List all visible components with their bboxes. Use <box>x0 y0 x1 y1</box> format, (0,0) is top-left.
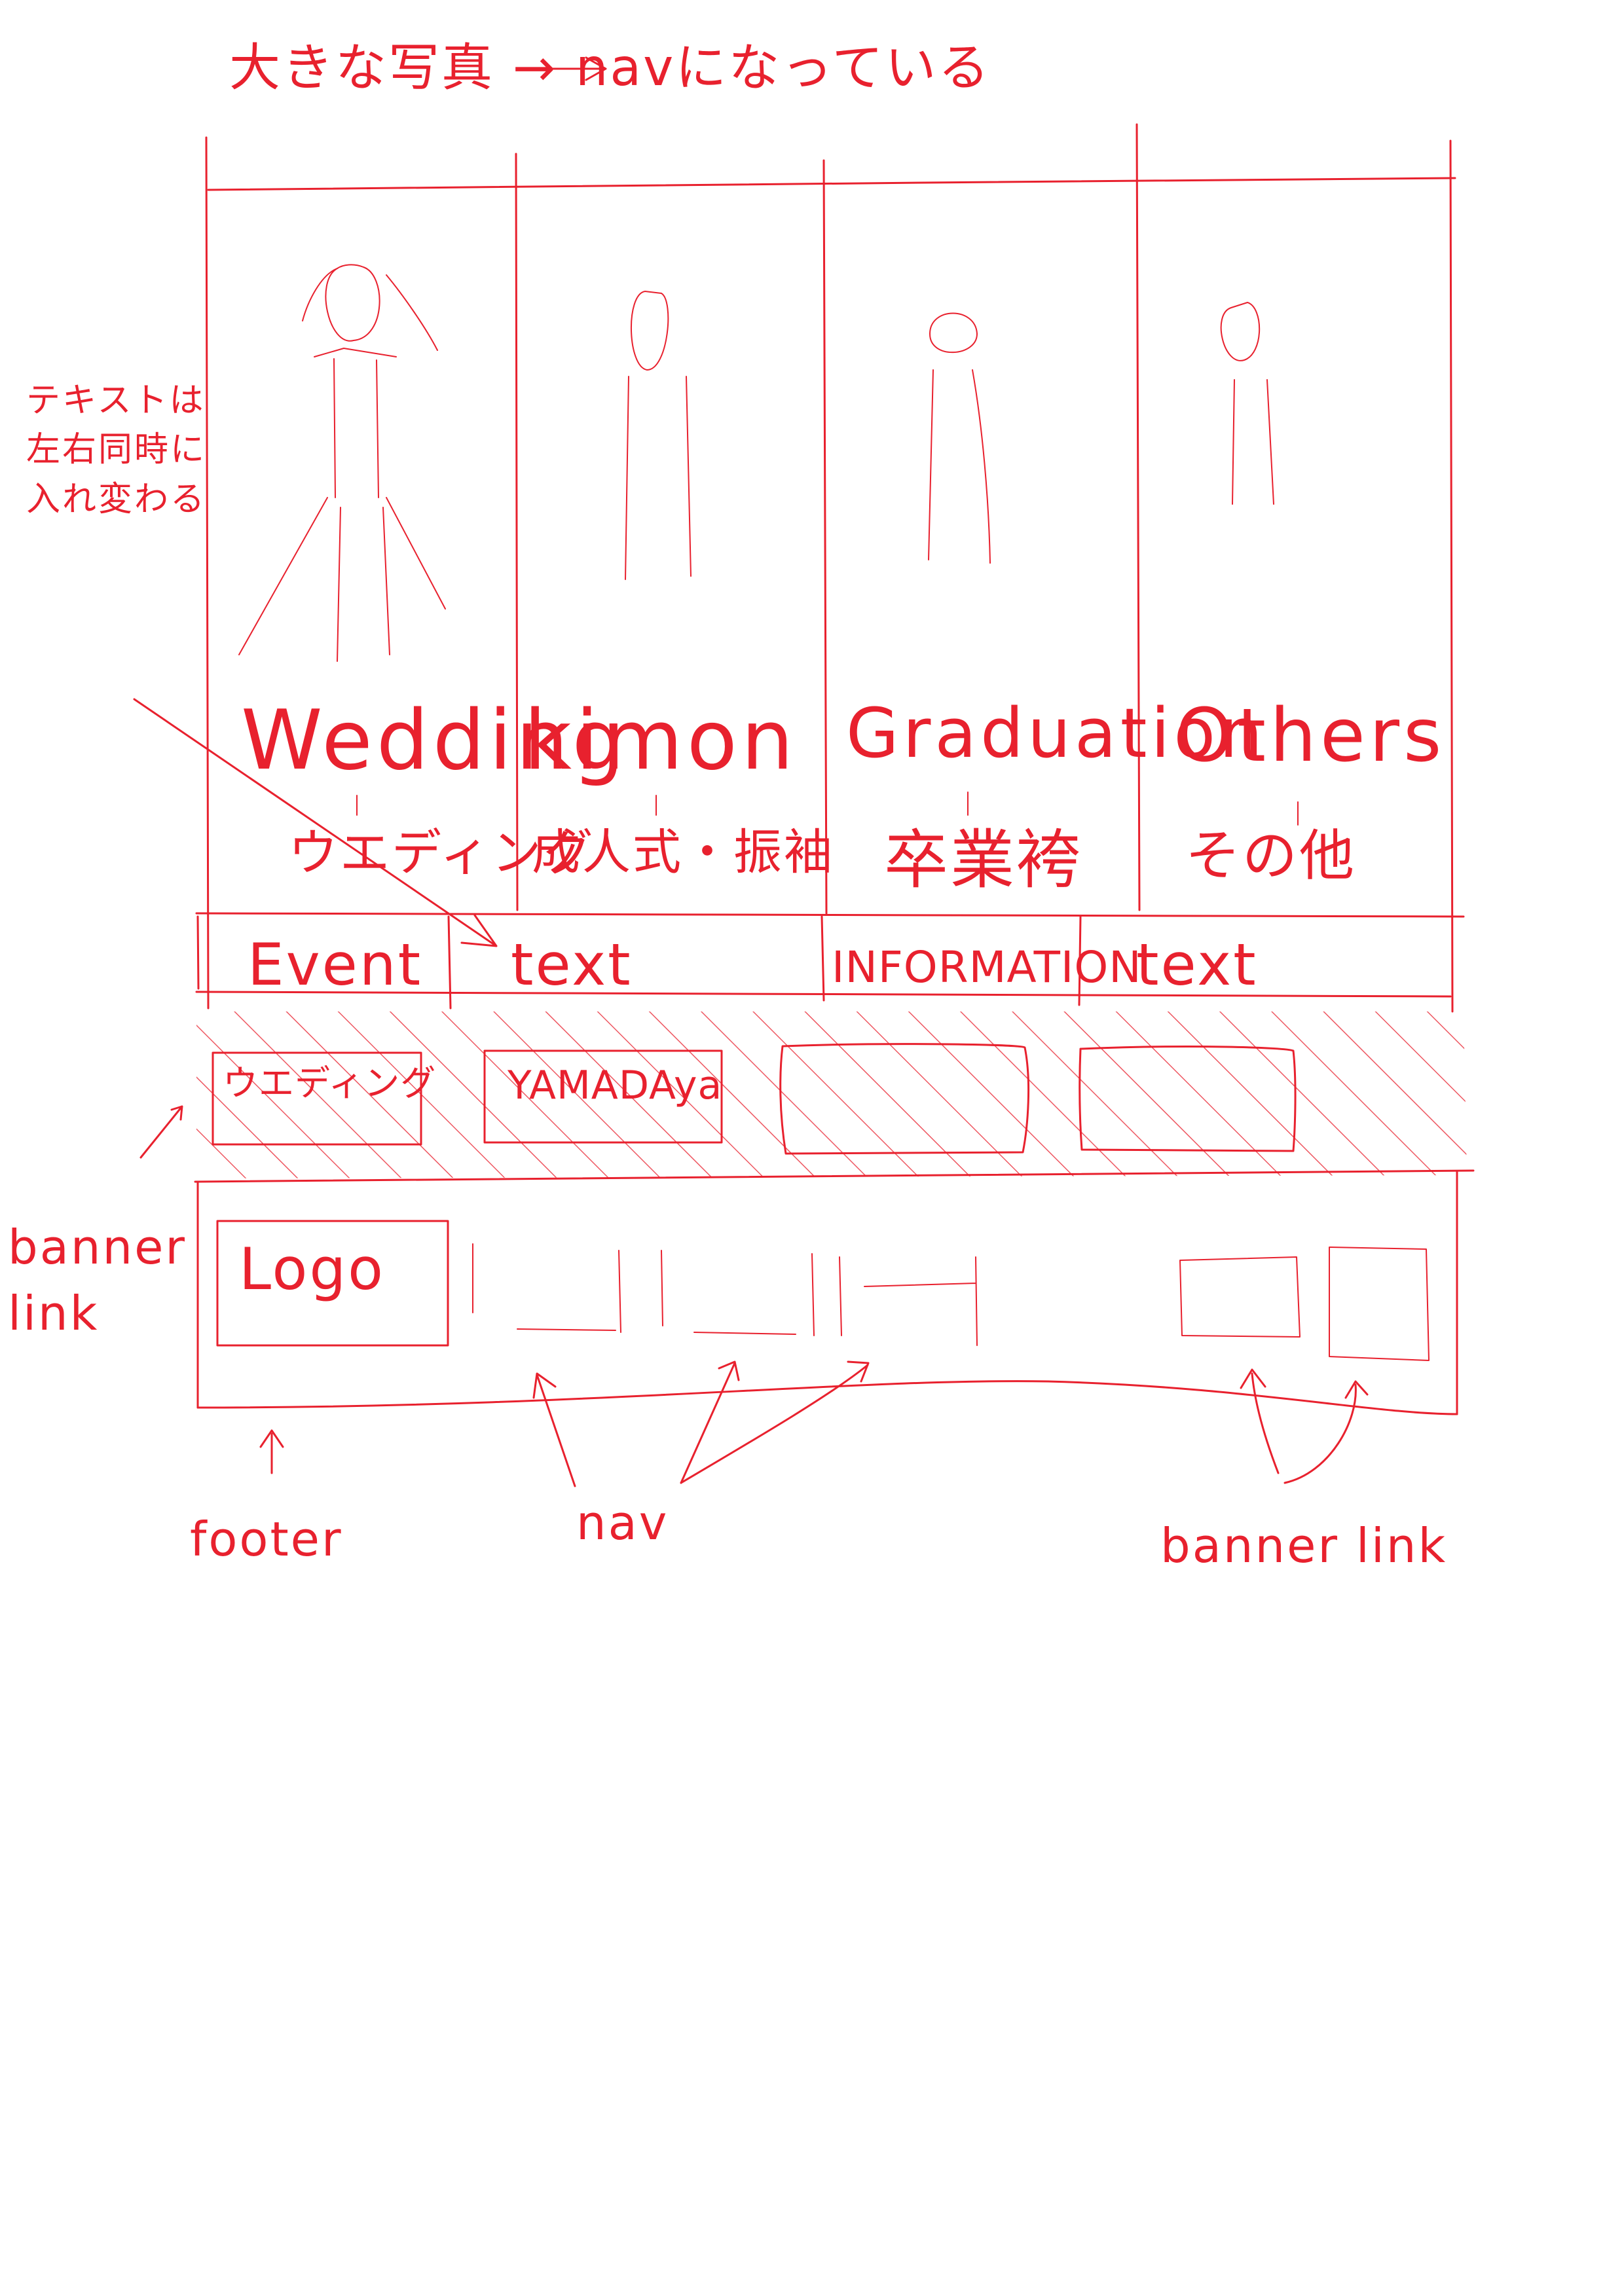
nav-sublabel-others: その他 <box>1185 824 1357 888</box>
logo-box <box>216 1220 449 1347</box>
nav-label-graduation[interactable]: Graduation <box>846 693 1266 773</box>
footer-logo[interactable]: Logo <box>239 1235 386 1303</box>
footer-frame <box>194 1169 1475 1415</box>
nav-label-kimono[interactable]: kimon <box>524 692 798 788</box>
footer-nav-boxes <box>472 1243 1430 1361</box>
information-label: INFORMATION <box>832 942 1142 993</box>
person-figure-icon <box>1220 302 1274 505</box>
nav-sublabel-kimono: 成人式・振袖 <box>532 824 834 881</box>
event-label: Event <box>248 931 423 998</box>
pointer-arrow-icon <box>139 1105 183 1159</box>
annotation-banner-link-right: banner link <box>1160 1518 1448 1573</box>
banner-band <box>196 1011 1467 1178</box>
person-figure-icon <box>928 312 991 564</box>
bride-figure-icon <box>238 264 446 662</box>
note-arrow-icon <box>133 698 498 947</box>
information-text: text <box>1136 931 1258 998</box>
annotation-nav: nav <box>576 1495 669 1550</box>
nav-label-others[interactable]: Others <box>1175 693 1446 778</box>
nav-sublabel-graduation: 卒業袴 <box>884 823 1083 898</box>
info-bar <box>195 912 1465 1010</box>
side-note: テキストは左右同時に入れ変わる <box>26 381 207 519</box>
title-arrow-icon <box>526 56 607 81</box>
nav-label-wedding[interactable]: Wedding <box>241 692 629 788</box>
nav-sublabel-wedding: ウエディング <box>288 824 595 882</box>
event-text: text <box>511 931 633 998</box>
person-figure-icon <box>625 291 692 580</box>
annotation-footer: footer <box>190 1512 343 1567</box>
main-nav-frame <box>205 123 1456 1013</box>
banner-2[interactable]: YAMADAya <box>507 1063 723 1108</box>
annotation-banner-link-left: banner link <box>8 1220 187 1341</box>
banner-1[interactable]: ウエディング <box>223 1063 437 1104</box>
annotation-arrows <box>259 1360 1369 1487</box>
header-note: 大きな写真 → navになっている <box>229 39 991 98</box>
